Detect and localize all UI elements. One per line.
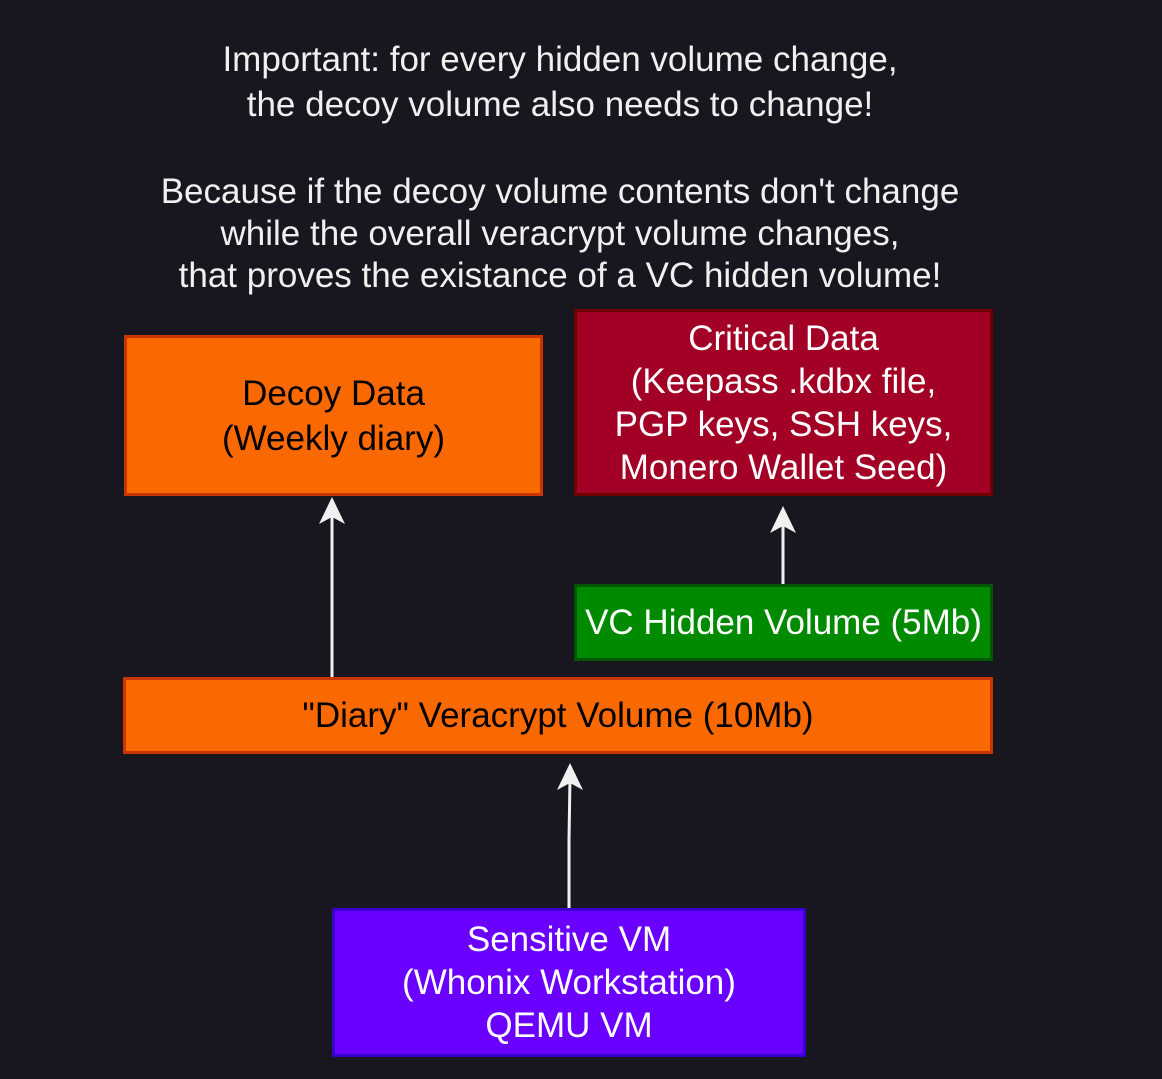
critical-data-line-4: Monero Wallet Seed) <box>619 447 948 487</box>
critical-data-line-1: Critical Data <box>688 318 879 358</box>
arrow-sensitive-to-diary <box>557 763 583 908</box>
note-line-3: Because if the decoy volume contents don… <box>160 172 960 211</box>
diary-volume-node: "Diary" Veracrypt Volume (10Mb) <box>123 677 993 754</box>
diary-volume-label: "Diary" Veracrypt Volume (10Mb) <box>302 696 814 735</box>
hidden-volume-node: VC Hidden Volume (5Mb) <box>574 584 993 661</box>
note-line-4: while the overall veracrypt volume chang… <box>220 214 900 253</box>
decoy-data-line-2: (Weekly diary) <box>221 418 445 458</box>
note-line-5: that proves the existance of a VC hidden… <box>178 256 942 295</box>
note-line-1: Important: for every hidden volume chang… <box>222 40 898 79</box>
hidden-volume-label: VC Hidden Volume (5Mb) <box>585 603 982 642</box>
decoy-data-node: Decoy Data (Weekly diary) <box>124 335 543 496</box>
sensitive-vm-line-2: (Whonix Workstation) <box>402 963 736 1002</box>
critical-data-node: Critical Data (Keepass .kdbx file, PGP k… <box>574 309 993 496</box>
sensitive-vm-line-1: Sensitive VM <box>466 920 672 959</box>
arrow-hidden-to-critical <box>770 506 796 584</box>
sensitive-vm-node: Sensitive VM (Whonix Workstation) QEMU V… <box>332 908 806 1057</box>
sensitive-vm-line-3: QEMU VM <box>485 1006 653 1045</box>
critical-data-line-3: PGP keys, SSH keys, <box>614 404 953 444</box>
note-line-2: the decoy volume also needs to change! <box>246 85 874 124</box>
arrow-diary-to-decoy <box>319 497 345 677</box>
decoy-data-line-1: Decoy Data <box>242 373 425 413</box>
critical-data-line-2: (Keepass .kdbx file, <box>630 361 937 401</box>
